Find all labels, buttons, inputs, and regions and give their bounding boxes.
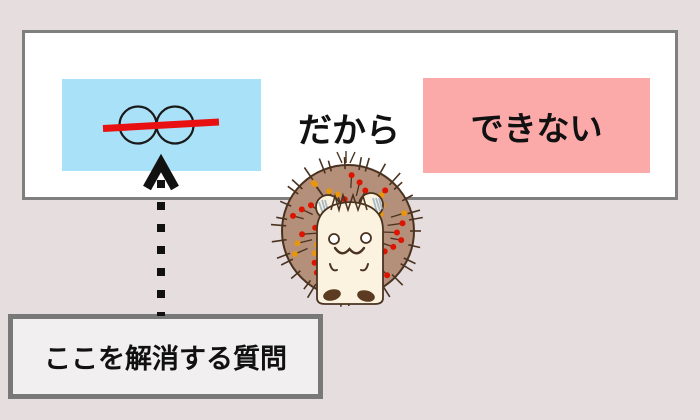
result-text: できない xyxy=(470,108,603,148)
hedgehog-paw-marks xyxy=(329,263,369,272)
linked-circles-strikethrough-icon xyxy=(102,105,220,145)
cause-box xyxy=(62,79,261,171)
main-panel: だから できない xyxy=(22,30,678,200)
result-box: できない xyxy=(423,78,650,173)
connector-text: だから xyxy=(298,110,400,151)
hedgehog-illustration xyxy=(271,151,423,307)
caption-box: ここを解消する質問 xyxy=(8,314,323,399)
caption-text: ここを解消する質問 xyxy=(44,344,287,375)
hedgehog-mouth xyxy=(333,246,366,255)
hedgehog-face xyxy=(316,201,384,305)
hedgehog-antennae xyxy=(336,151,356,164)
hedgehog-feet xyxy=(323,289,375,302)
hedgehog-eyes xyxy=(328,232,372,245)
hedgehog-bangs xyxy=(330,192,368,213)
connector-label: だから xyxy=(275,104,423,151)
